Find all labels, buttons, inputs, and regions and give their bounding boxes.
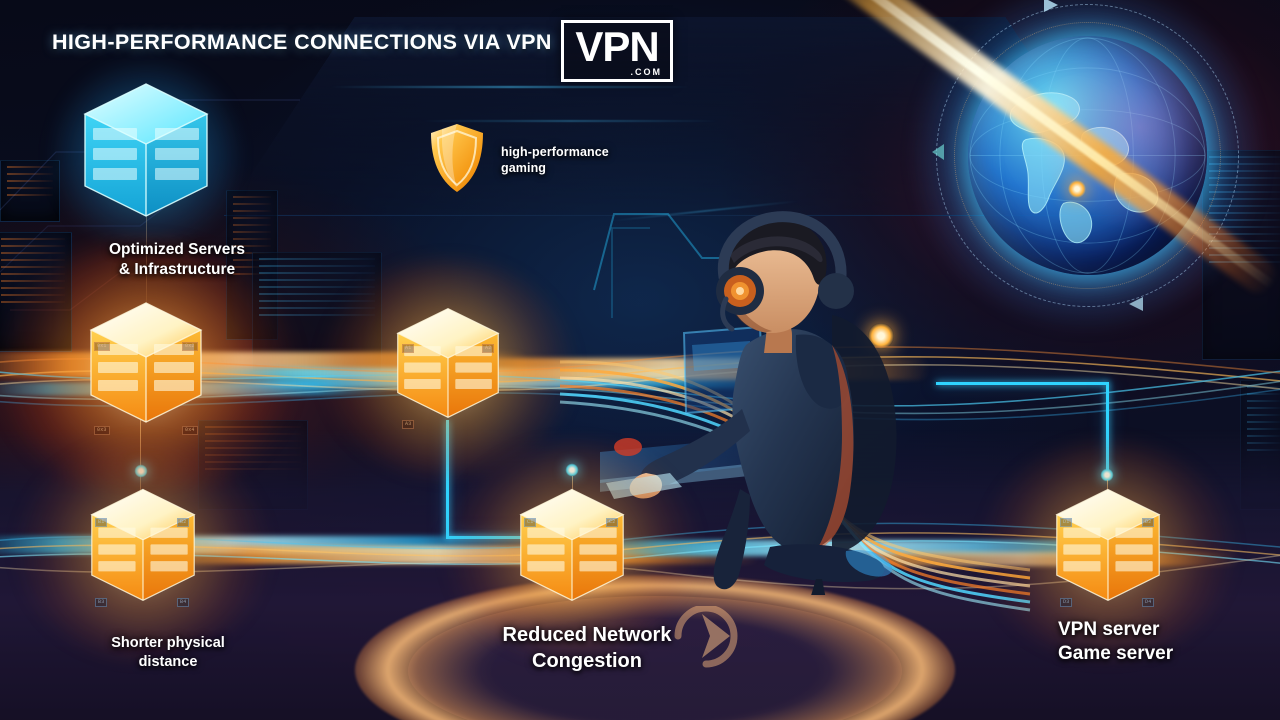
ceiling-light-beam — [330, 86, 690, 88]
gamer-figure — [600, 211, 897, 595]
logo-wordmark: VPN — [575, 23, 659, 70]
callout-label-vpn-server-game-server: VPN server Game server — [1058, 619, 1174, 665]
cube-tick-label: 0x2 — [182, 342, 198, 351]
cube-tick-label: D2 — [1142, 518, 1155, 527]
cube-tick-label: 0x4 — [182, 426, 198, 435]
cube-tick-label: B4 — [177, 598, 190, 607]
cube-tick-label: C1 — [524, 518, 537, 527]
callout-label-shorter-physical-distance: Shorter physical distance — [111, 635, 225, 670]
cube-tick-label: D1 — [1060, 518, 1073, 527]
logo-suffix: .COM — [630, 67, 662, 77]
cube-tick-label: A1 — [402, 344, 415, 353]
cube-tick-label: A3 — [402, 420, 415, 429]
callout-label-optimized-servers: Optimized Servers & Infrastructure — [108, 241, 246, 278]
callout-label-reduced-network-congestion: Reduced Network Congestion — [502, 624, 672, 672]
beam-node — [1068, 180, 1086, 198]
cube-tick-label: B2 — [177, 518, 190, 527]
cube-tick-label: A2 — [482, 344, 495, 353]
shield-icon — [431, 124, 483, 192]
background-server-rack — [0, 160, 60, 222]
cube-tick-label: 0x1 — [94, 342, 110, 351]
globe-orbit-arrows — [932, 0, 1143, 311]
page-title: HIGH-PERFORMANCE CONNECTIONS VIA VPN — [52, 30, 552, 54]
cube-tick-label: D4 — [1142, 598, 1155, 607]
callout-label-high-performance-gaming: high-performance gaming — [501, 145, 609, 175]
vpn-dot-com-logo[interactable]: VPN .COM — [561, 20, 673, 82]
cube-tick-label: C2 — [606, 518, 619, 527]
cube-tick-label: D3 — [1060, 598, 1073, 607]
cube-tick-label: B1 — [95, 518, 108, 527]
cube-tick-label: B3 — [95, 598, 108, 607]
cube-tick-label: 0x3 — [94, 426, 110, 435]
